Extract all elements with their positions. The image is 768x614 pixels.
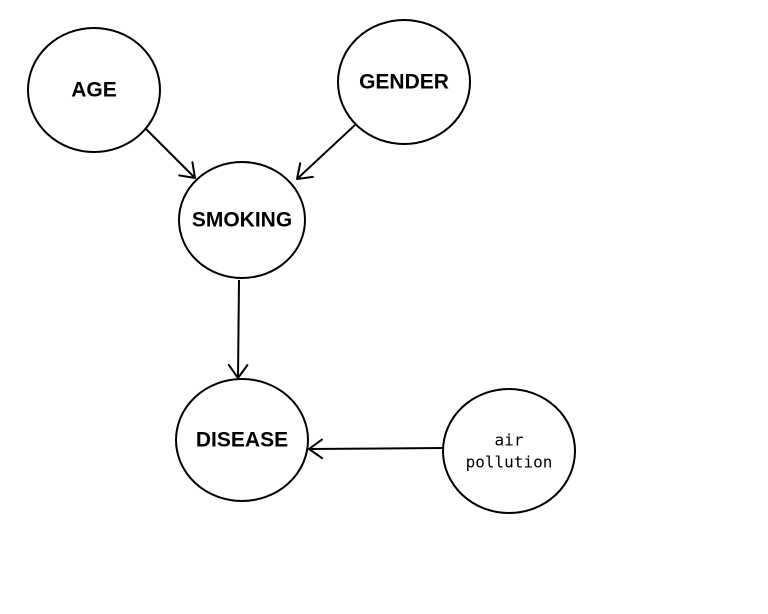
node-circle xyxy=(178,161,306,279)
edge-line xyxy=(308,447,444,450)
node-smoking: SMOKING xyxy=(178,161,306,279)
node-circle xyxy=(175,378,309,502)
edge-line xyxy=(144,127,196,179)
edge-line xyxy=(237,279,240,379)
edge-line xyxy=(296,124,356,180)
node-label: DISEASE xyxy=(196,429,288,452)
edge-air-pollution-to-disease xyxy=(308,438,444,460)
node-circle xyxy=(442,388,576,514)
node-label: AGE xyxy=(71,79,117,102)
node-label: pollution xyxy=(466,453,553,472)
arrow-head-icon xyxy=(227,363,249,379)
arrow-head-icon xyxy=(308,438,324,460)
node-disease: DISEASE xyxy=(175,378,309,502)
nodes-layer: AGE GENDER SMOKING DISEASE air pollution xyxy=(27,19,576,514)
arrow-head-icon xyxy=(178,161,196,179)
edge-smoking-to-disease xyxy=(227,279,249,379)
node-label: air xyxy=(495,431,524,450)
edges-layer xyxy=(144,124,444,460)
node-circle xyxy=(27,27,161,153)
node-label: SMOKING xyxy=(192,209,292,232)
edge-gender-to-smoking xyxy=(296,124,356,180)
arrow-head-icon xyxy=(296,162,314,180)
node-label: GENDER xyxy=(359,71,449,94)
node-air-pollution: air pollution xyxy=(442,388,576,514)
edge-age-to-smoking xyxy=(144,127,196,179)
node-age: AGE xyxy=(27,27,161,153)
node-circle xyxy=(337,19,471,145)
node-gender: GENDER xyxy=(337,19,471,145)
